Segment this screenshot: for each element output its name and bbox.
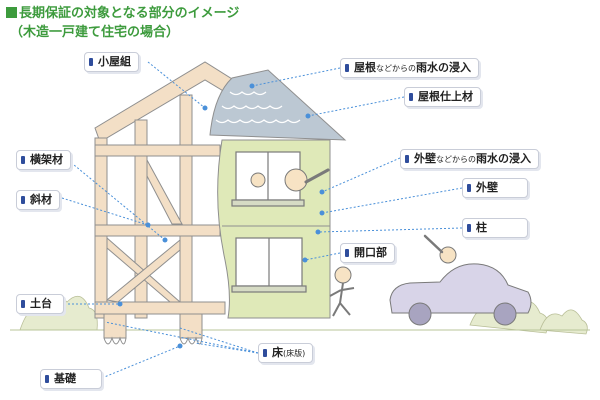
label-shazai: 斜材 [16,190,60,210]
roof [209,69,347,141]
child-figure [329,266,355,317]
label-dodai: 土台 [16,294,64,314]
label-yuka: 床(床版) [258,343,314,363]
label-koyagumi: 小屋組 [84,52,139,72]
heading-title: 長期保証の対象となる部分のイメージ [19,6,240,21]
label-kaikoubu: 開口部 [340,243,395,263]
label-oukazai: 横架材 [16,150,71,170]
label-roof-rain-intrusion: 屋根などからの雨水の浸入 [340,58,479,78]
diagram-heading: 長期保証の対象となる部分のイメージ [6,5,239,22]
foundation [103,313,203,345]
label-gaiheki: 外壁 [462,178,528,198]
label-roof-finish: 屋根仕上材 [404,87,481,107]
label-kiso: 基礎 [40,369,102,389]
timber-frame [94,61,241,319]
leader-dots [117,83,325,349]
heading-square-icon [6,7,17,18]
label-wall-rain-intrusion: 外壁などからの雨水の浸入 [400,149,539,169]
label-hashira: 柱 [462,218,528,238]
person-in-window [250,168,330,192]
car [389,234,532,326]
windows [231,151,307,293]
diagram-subheading: （木造一戸建て住宅の場合） [10,25,180,40]
